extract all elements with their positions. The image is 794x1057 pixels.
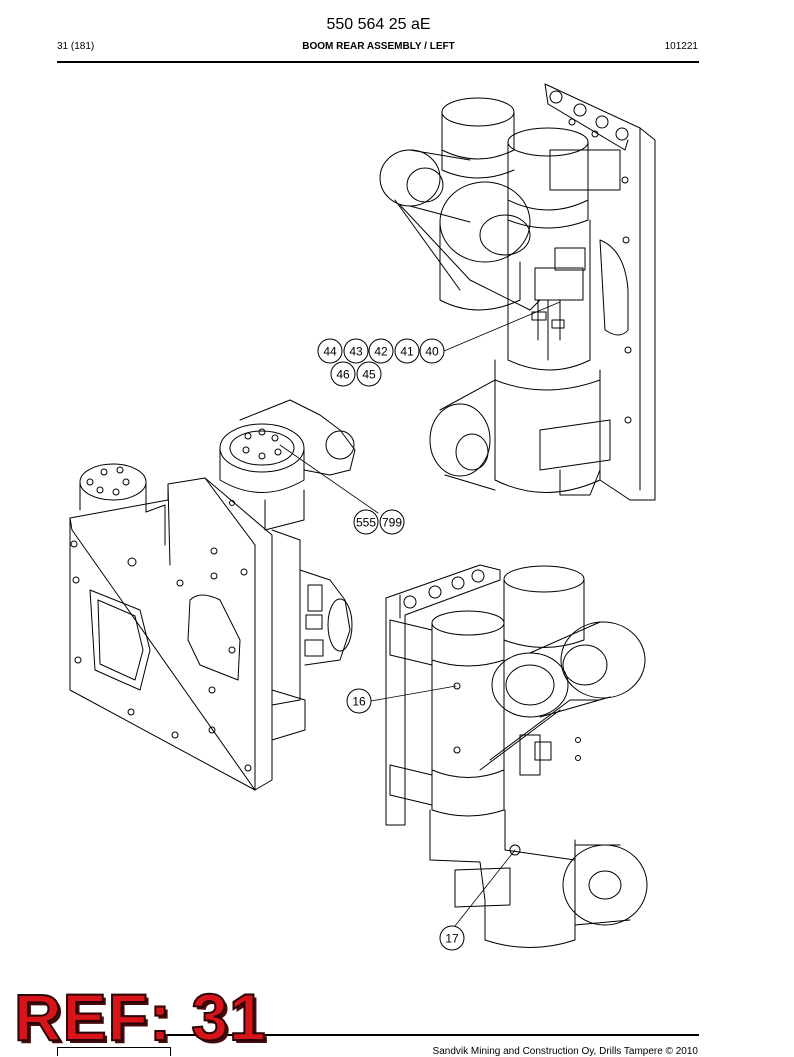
- view-top-right: [379, 83, 656, 501]
- view-bottom-right: [385, 564, 648, 948]
- view-left: [69, 399, 356, 791]
- page-number: 31 (181): [57, 41, 95, 52]
- document-number: 550 564 25 aE: [326, 16, 431, 33]
- leader-lines: [279, 301, 561, 927]
- header-rule: [57, 61, 699, 63]
- callout-555: 555: [353, 509, 379, 535]
- callout-16: 16: [346, 688, 372, 714]
- sandvik-logo: [57, 1047, 171, 1056]
- callout-799: 799: [379, 509, 405, 535]
- svg-text:40: 40: [425, 345, 439, 359]
- svg-text:43: 43: [349, 345, 363, 359]
- footer-rule: [160, 1034, 699, 1036]
- callout-41: 41: [394, 338, 420, 364]
- svg-text:44: 44: [323, 345, 337, 359]
- callout-40: 40: [419, 338, 445, 364]
- callout-43: 43: [343, 338, 369, 364]
- copyright: Sandvik Mining and Construction Oy, Dril…: [432, 1046, 698, 1057]
- callout-42: 42: [368, 338, 394, 364]
- page-title: BOOM REAR ASSEMBLY / LEFT: [302, 41, 455, 52]
- svg-text:41: 41: [400, 345, 414, 359]
- svg-text:45: 45: [362, 368, 376, 382]
- callout-17: 17: [439, 925, 465, 951]
- svg-text:555: 555: [356, 516, 376, 530]
- callout-46: 46: [330, 361, 356, 387]
- callouts: 44 43 42 41 40 46 45 555 799 16 17: [317, 338, 465, 951]
- drawing-code: 101221: [664, 41, 698, 52]
- svg-text:17: 17: [445, 932, 459, 946]
- svg-text:16: 16: [352, 695, 366, 709]
- callout-45: 45: [356, 361, 382, 387]
- svg-text:42: 42: [374, 345, 388, 359]
- svg-text:46: 46: [336, 368, 350, 382]
- callout-44: 44: [317, 338, 343, 364]
- ref-stamp: REF: 31: [13, 980, 267, 1054]
- svg-text:799: 799: [382, 516, 402, 530]
